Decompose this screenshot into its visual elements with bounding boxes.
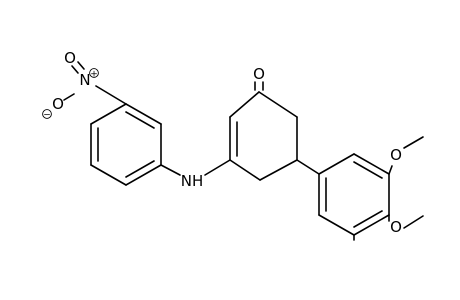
nitro-nitrogen-label: N — [79, 71, 90, 89]
nitro-oxygen-charge-ring — [42, 109, 52, 119]
atom-labels: O NH N + O O − O O — [42, 49, 402, 236]
bond-np-inner-a — [125, 111, 155, 129]
bond-aryl-nitro — [95, 85, 127, 105]
nitro-nitrogen-charge-ring — [89, 68, 99, 78]
bond-dm-inner-a — [353, 161, 383, 179]
nitro-oxygen-double-label: O — [64, 49, 76, 67]
nitro-oxygen-charged-label: O — [52, 95, 64, 113]
bond-dm-4 — [353, 214, 390, 236]
bond-c3-nh — [204, 159, 231, 176]
bond-np-6 — [125, 164, 162, 186]
bond-nitro-single — [63, 93, 75, 101]
bond-dm-1 — [318, 153, 355, 175]
bond-dm-inner-b — [353, 210, 383, 228]
bond-c5-aryl — [296, 159, 320, 175]
bond-c4-c5 — [259, 159, 298, 181]
bond-ome-meta-methyl — [403, 136, 424, 149]
bond-np-inner-c — [125, 160, 155, 178]
nitro-oxygen-charge: − — [43, 110, 51, 120]
ketone-oxygen-label: O — [253, 65, 265, 83]
bonds — [63, 61, 424, 241]
bond-np-5 — [90, 164, 127, 186]
methoxy-oxygen-para-label: O — [390, 218, 402, 236]
nitro-nitrogen-charge: + — [90, 69, 98, 79]
amine-label: NH — [181, 172, 204, 190]
bond-c6-c1 — [258, 91, 298, 118]
bond-np-2 — [125, 103, 162, 125]
bond-ome-para-methyl — [403, 215, 424, 229]
bond-c1-c2 — [229, 91, 260, 118]
bond-nh-aryl — [160, 164, 181, 176]
methoxy-oxygen-meta-label: O — [390, 146, 402, 164]
bond-nitro-double-a — [71, 65, 79, 74]
bond-c3-c4 — [229, 159, 261, 181]
bond-dm-5 — [318, 214, 355, 236]
bond-nitro-double-b — [77, 61, 85, 70]
bond-np-3 — [90, 103, 127, 125]
bond-dm-ome-meta — [388, 165, 393, 175]
bond-dm-2 — [353, 153, 390, 175]
